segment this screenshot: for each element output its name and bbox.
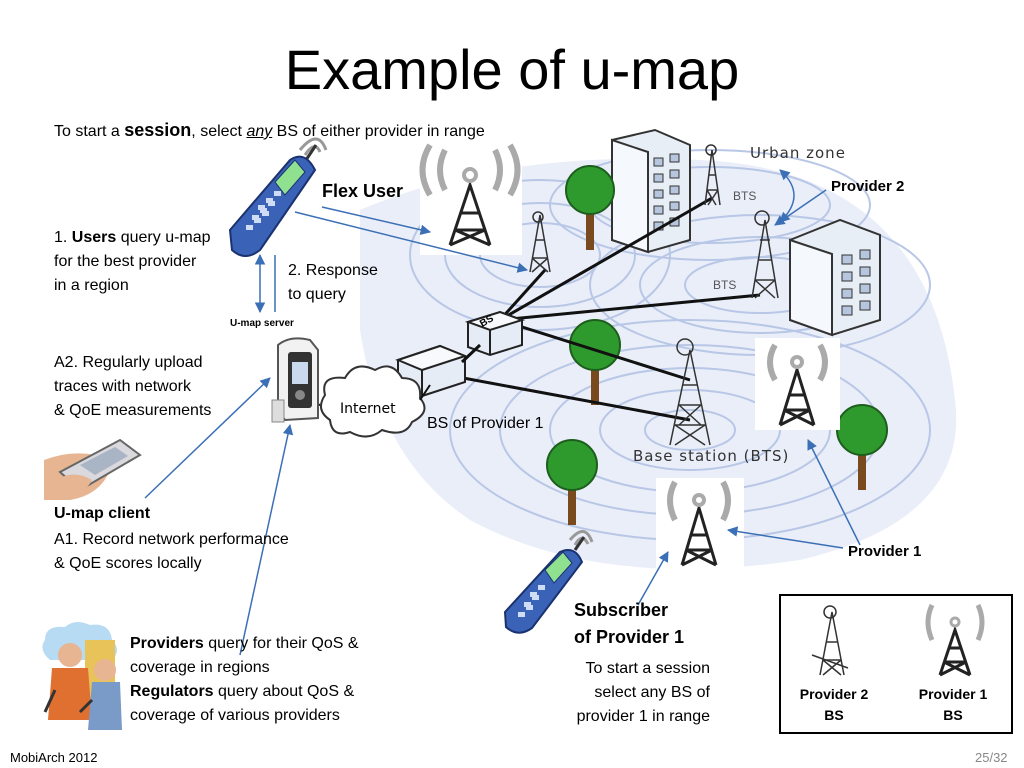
a2-line2: traces with network [54, 378, 191, 395]
umap-client-device-icon [44, 438, 142, 500]
step1-text: 1. Users query u-map for the best provid… [54, 226, 254, 298]
umap-server-label: U-map server [230, 318, 294, 329]
flex-user-phone-icon [228, 137, 328, 257]
regulators-bold: Regulators [130, 683, 214, 700]
tree-icon [546, 439, 598, 525]
a1-line2: & QoE scores locally [54, 555, 202, 572]
step1-users: Users [71, 229, 117, 246]
regulators-line1: Regulators query about QoS & [130, 680, 410, 704]
subscriber-line2: of Provider 1 [574, 627, 685, 647]
a2-line1: A2. Regularly upload [54, 354, 203, 371]
umap-server-icon [271, 337, 319, 423]
flex-user-label: Flex User [322, 181, 404, 201]
provider2-label: Provider 2 [831, 178, 905, 195]
page-number: 25/32 [975, 750, 1008, 765]
session-note: To start a session select any BS of prov… [540, 657, 710, 729]
session-note-line3: provider 1 in range [576, 708, 710, 725]
legend-radio-tower-icon [925, 603, 985, 677]
intro-text: To start a session, select any BS of eit… [54, 118, 554, 144]
a2-line3: & QoE measurements [54, 402, 212, 419]
step2-line2: to query [288, 286, 346, 303]
legend-lattice-tower-icon [811, 605, 849, 676]
step2-text: 2. Response to query [288, 259, 378, 307]
intro-any: any [246, 123, 273, 140]
subscriber-label: Subscriber of Provider 1 [574, 597, 684, 651]
intro-prefix: To start a [54, 123, 125, 140]
legend-provider2-line2: BS [824, 707, 844, 723]
intro-middle: , select [191, 123, 247, 140]
step1-line3: in a region [54, 277, 129, 294]
radio-tower-icon [755, 338, 840, 430]
legend-provider1-line1: Provider 1 [918, 686, 988, 702]
a1-text: A1. Record network performance & QoE sco… [54, 528, 344, 576]
step1-line1-rest: query u-map [116, 229, 211, 246]
regulators-line2: coverage of various providers [130, 707, 340, 724]
providers-line1-rest: query for their QoS & [203, 635, 359, 652]
intro-suffix: BS of either provider in range [272, 123, 485, 140]
session-note-line1: To start a session [585, 660, 711, 677]
bs-box [464, 310, 526, 357]
providers-regulators-text: Providers query for their QoS & coverage… [130, 632, 410, 728]
building-icon [789, 218, 881, 337]
intro-session: session [124, 120, 192, 140]
legend-provider1-line2: BS [943, 707, 963, 723]
tree-icon [565, 165, 615, 250]
providers-line1: Providers query for their QoS & [130, 632, 410, 656]
umap-client-label: U-map client [54, 505, 151, 522]
bts-label-top: BTS [733, 189, 757, 203]
radio-tower-icon [419, 140, 522, 255]
regulators-line1-rest: query about QoS & [213, 683, 355, 700]
session-note-line2: select any BS of [594, 684, 710, 701]
a2-text: A2. Regularly upload traces with network… [54, 351, 254, 423]
providers-line2: coverage in regions [130, 659, 270, 676]
legend-box [779, 594, 1013, 734]
subscriber-phone-icon [503, 530, 594, 634]
flow-arrows [144, 169, 861, 656]
subscriber-line1: Subscriber [574, 600, 669, 620]
providers-bold: Providers [130, 635, 204, 652]
radio-tower-icon [656, 478, 744, 570]
step1-line2: for the best provider [54, 253, 197, 270]
legend-provider1: Provider 1 BS [908, 684, 998, 726]
legend-provider2-line1: Provider 2 [799, 686, 869, 702]
a1-line1: A1. Record network performance [54, 531, 289, 548]
footer-left: MobiArch 2012 [10, 750, 98, 765]
step2-line1: 2. Response [288, 262, 378, 279]
bs-provider1-label: BS of Provider 1 [427, 415, 544, 432]
tree-icon [569, 319, 621, 405]
internet-label: Internet [340, 401, 396, 417]
base-station-label: Base station (BTS) [633, 447, 790, 465]
bts-label-mid: BTS [713, 278, 737, 292]
urban-zone-label: Urban zone [750, 144, 846, 162]
legend-provider2: Provider 2 BS [789, 684, 879, 726]
slide-title: Example of u-map [284, 38, 740, 101]
people-icon [42, 621, 122, 730]
step1-number: 1. [54, 229, 72, 246]
lattice-tower-icon [529, 144, 779, 446]
step1-line1: 1. Users query u-map [54, 226, 254, 250]
provider1-label: Provider 1 [848, 543, 922, 560]
internet-cloud-icon [320, 365, 426, 438]
